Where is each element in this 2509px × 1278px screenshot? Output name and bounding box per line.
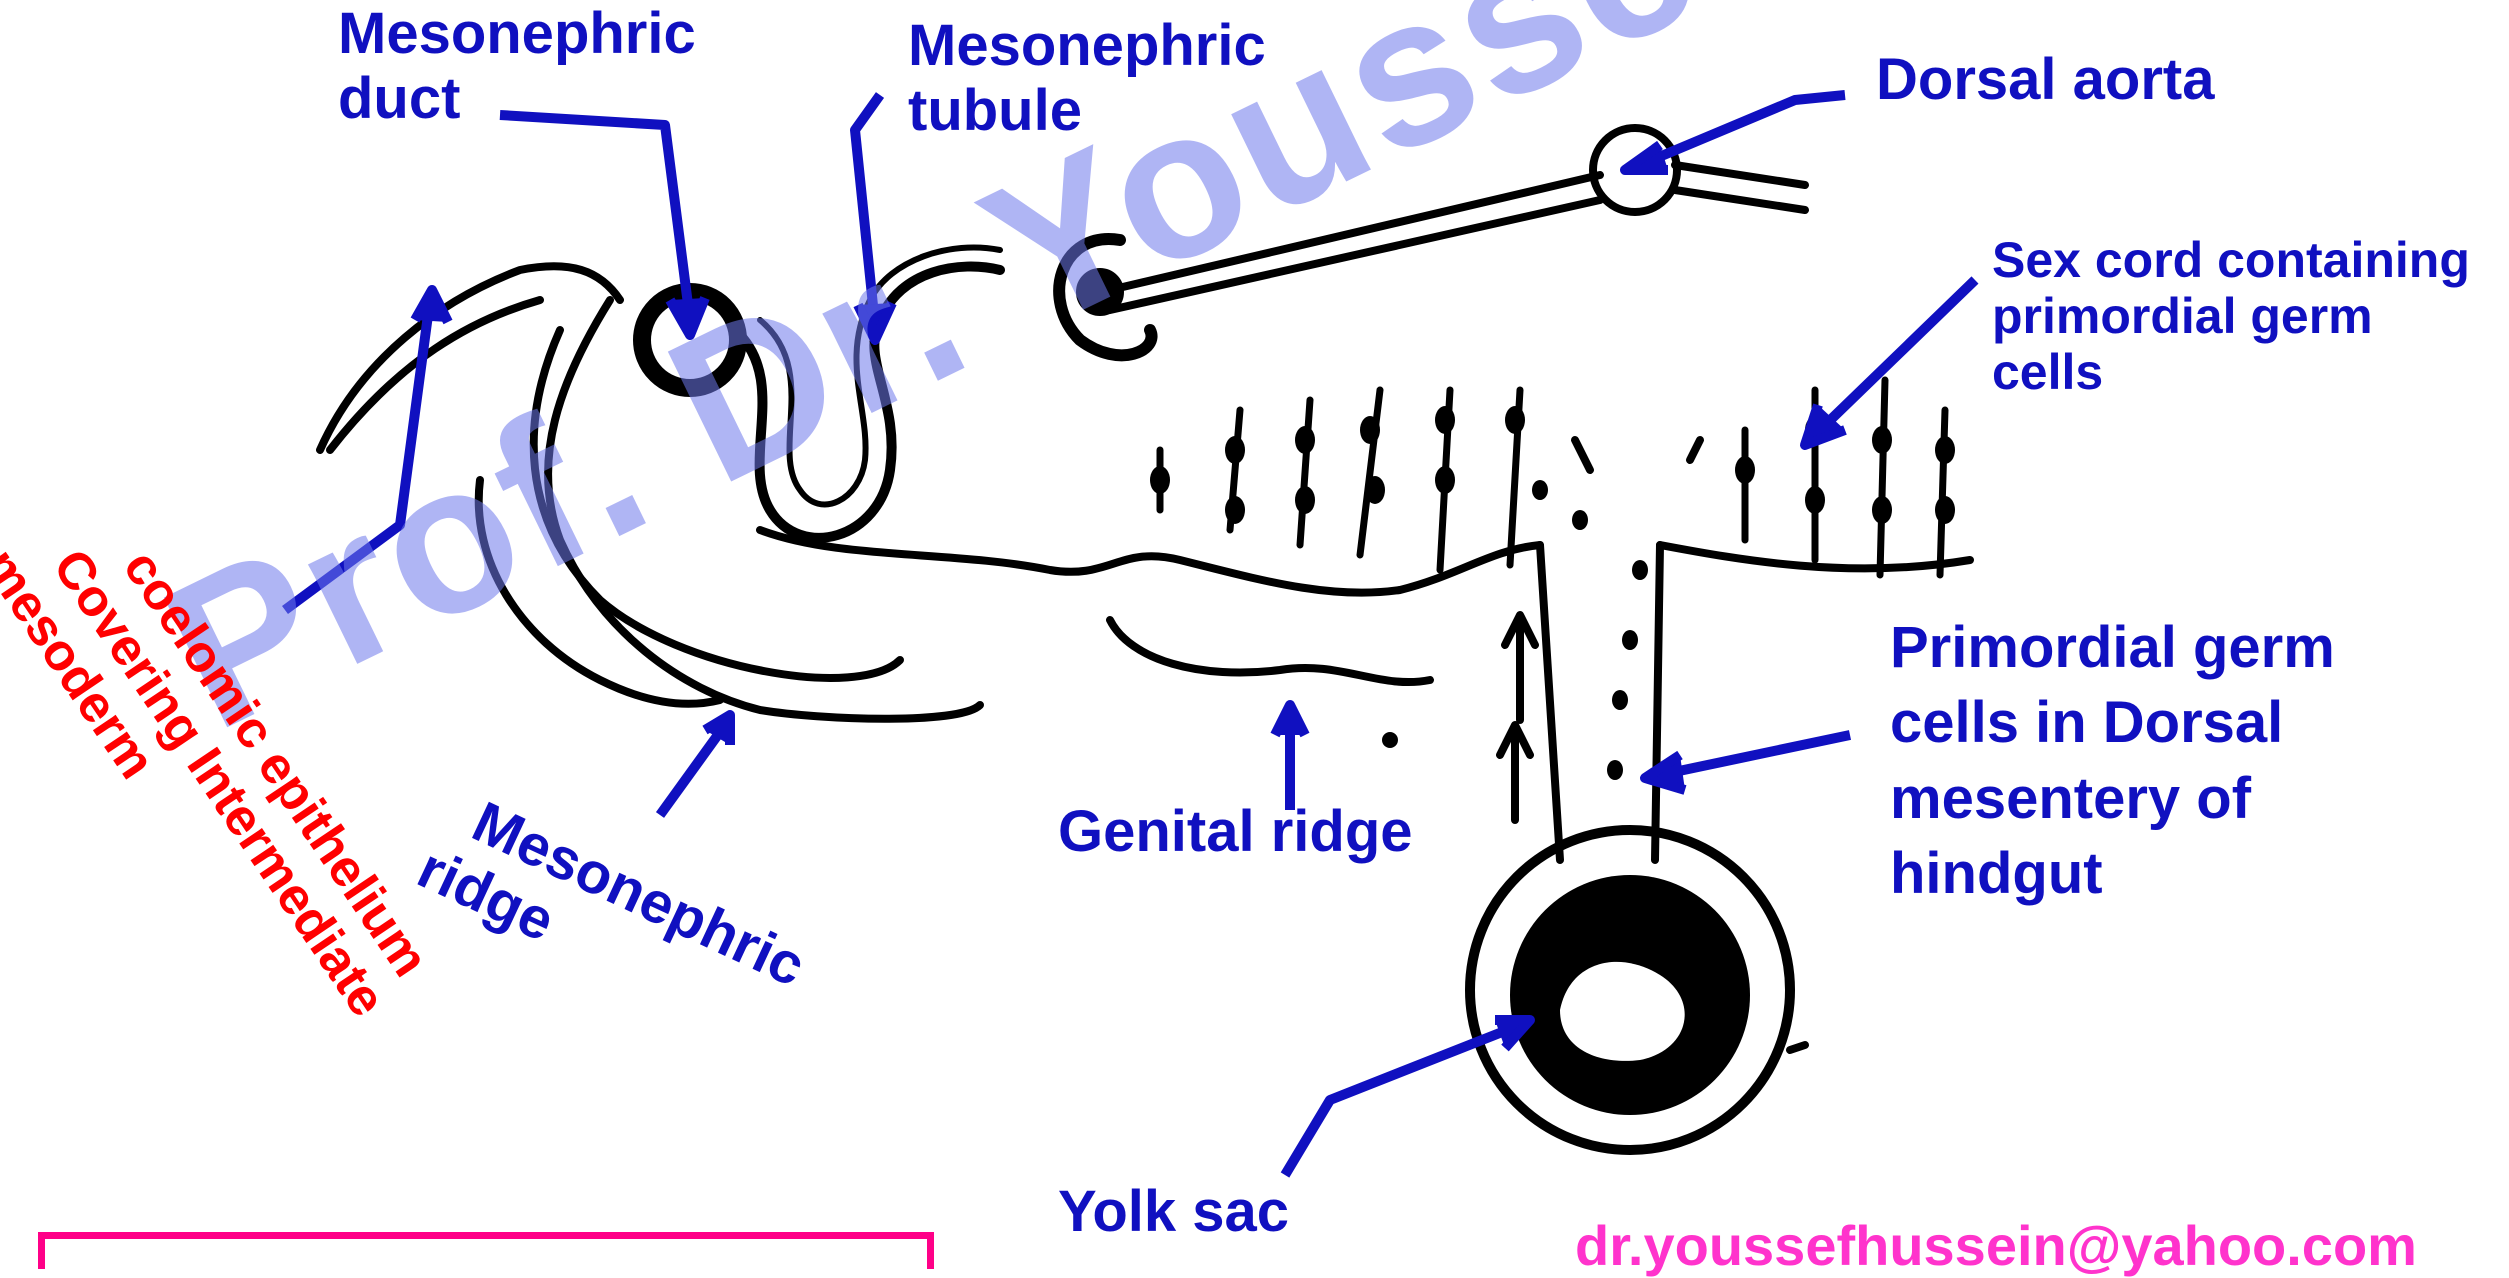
arrow-dorsal-aorta (1640, 95, 1845, 165)
genital-ridge-outline (760, 530, 1540, 593)
caption-box (38, 1232, 934, 1269)
arrow-sex-cord (1820, 280, 1975, 430)
author-email: dr.youssefhussein@yahoo.com (1575, 1213, 2417, 1278)
arrow-mesonephric-ridge (660, 725, 725, 815)
label-dorsal-aorta: Dorsal aorta (1876, 48, 2214, 113)
sex-cords (1160, 380, 1945, 575)
arrow-mesonephric-duct (500, 115, 690, 320)
label-primordial-germ-cells: Primordial germ cells in Dorsal mesenter… (1890, 610, 2335, 912)
label-genital-ridge: Genital ridge (1058, 800, 1413, 865)
label-sex-cord: Sex cord containing primordial germ cell… (1992, 232, 2470, 400)
arrow-primordial-germ-cells (1660, 735, 1850, 775)
label-mesonephric-duct: Mesonephric duct (338, 2, 696, 132)
label-mesonephric-tubule: Mesonephric tubule (908, 14, 1266, 144)
label-yolk-sac: Yolk sac (1058, 1180, 1289, 1245)
dorsal-mesentery-outline (1540, 545, 1560, 860)
